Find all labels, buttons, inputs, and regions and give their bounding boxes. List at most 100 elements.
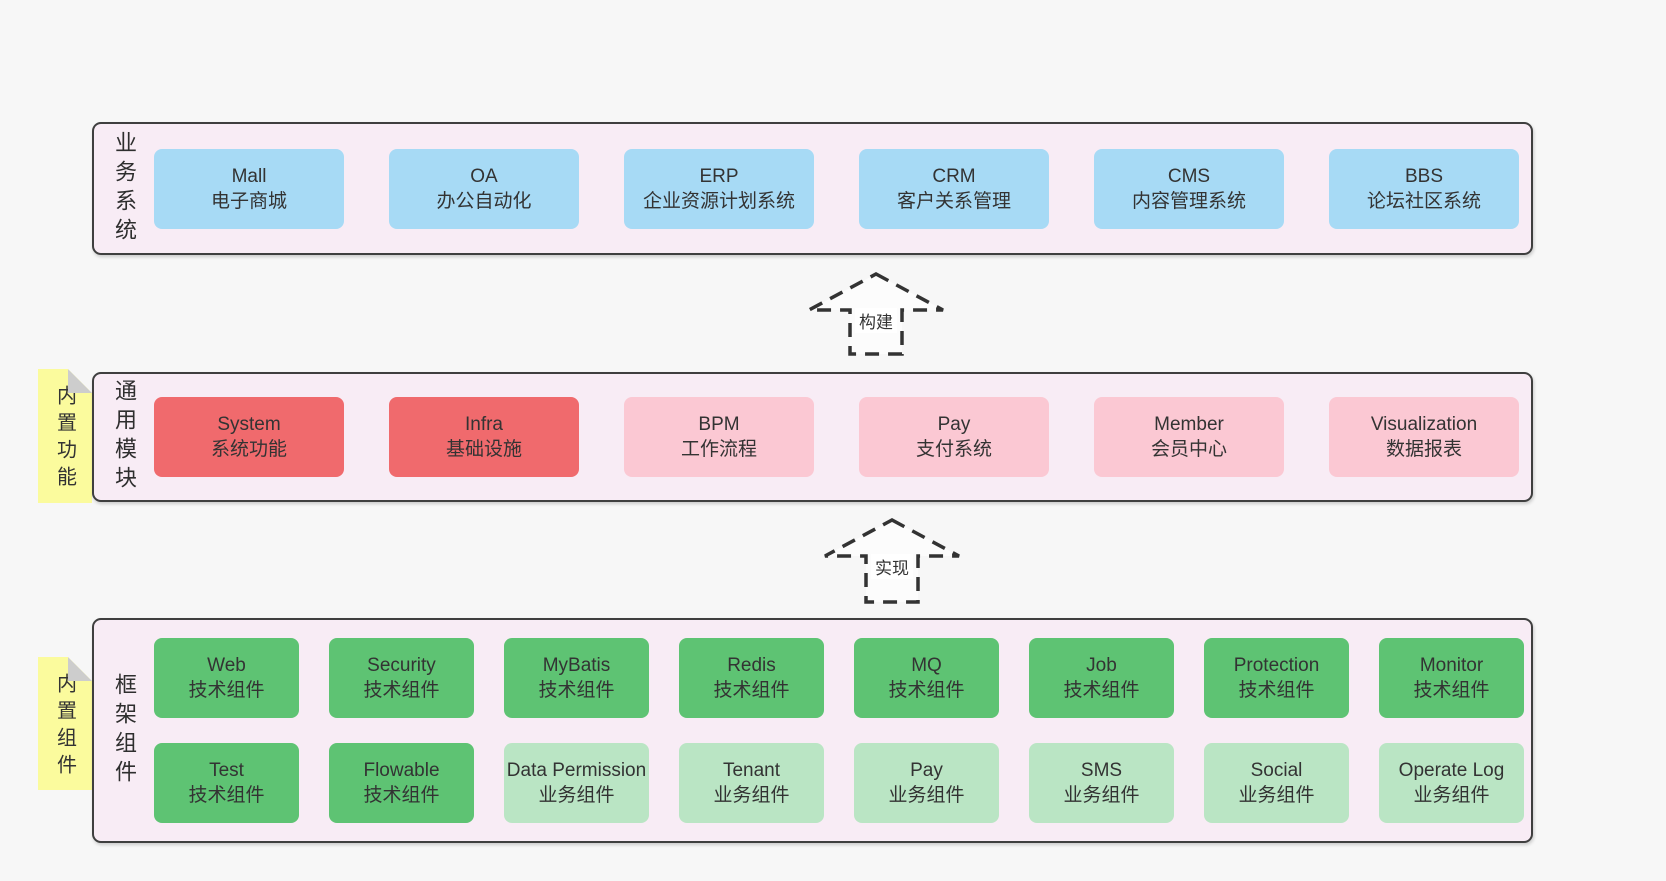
implement-arrow-label: 实现 — [871, 554, 913, 579]
box-subtitle: 技术组件 — [188, 785, 265, 806]
box-subtitle: 会员中心 — [1150, 439, 1227, 460]
box-subtitle: 业务组件 — [1238, 785, 1315, 806]
box-monitor: Monitor 技术组件 — [1379, 638, 1524, 718]
box-title: Social — [1250, 760, 1303, 781]
common-modules-label: 通用模块 — [112, 379, 137, 495]
box-pay-biz: Pay 业务组件 — [854, 743, 999, 823]
box-data-permission: Data Permission 业务组件 — [504, 743, 649, 823]
box-subtitle: 客户关系管理 — [896, 190, 1011, 212]
box-infra: Infra 基础设施 — [389, 397, 579, 477]
framework-components-panel: 框架组件 Web 技术组件 Security 技术组件 MyBatis 技术组件… — [92, 618, 1533, 843]
box-subtitle: 支付系统 — [915, 439, 992, 460]
build-arrow-label: 构建 — [855, 308, 897, 333]
box-social: Social 业务组件 — [1204, 743, 1349, 823]
box-subtitle: 技术组件 — [888, 680, 965, 701]
box-title: Test — [209, 760, 244, 781]
box-flowable: Flowable 技术组件 — [329, 743, 474, 823]
box-title: Protection — [1233, 655, 1320, 676]
box-subtitle: 系统功能 — [210, 439, 287, 460]
box-subtitle: 技术组件 — [188, 680, 265, 701]
build-arrow: 构建 — [796, 272, 956, 361]
common-modules-row: System 系统功能 Infra 基础设施 BPM 工作流程 Pay 支付系统… — [154, 397, 1519, 477]
box-title: ERP — [699, 165, 739, 187]
box-title: System — [217, 414, 281, 435]
box-member: Member 会员中心 — [1094, 397, 1284, 477]
box-visualization: Visualization 数据报表 — [1329, 397, 1519, 477]
biz-components-row: Test 技术组件 Flowable 技术组件 Data Permission … — [154, 743, 1524, 823]
box-subtitle: 技术组件 — [363, 680, 440, 701]
box-subtitle: 业务组件 — [1063, 785, 1140, 806]
box-subtitle: 数据报表 — [1385, 439, 1462, 460]
box-title: BPM — [698, 414, 740, 435]
box-title: Member — [1154, 414, 1224, 435]
box-web: Web 技术组件 — [154, 638, 299, 718]
business-systems-panel: 业务系统 Mall 电子商城 OA 办公自动化 ERP 企业资源计划系统 CRM… — [92, 122, 1533, 255]
box-subtitle: 技术组件 — [363, 785, 440, 806]
box-subtitle: 技术组件 — [713, 680, 790, 701]
business-systems-label: 业务系统 — [112, 130, 137, 247]
implement-arrow: 实现 — [812, 518, 972, 609]
box-title: CMS — [1167, 165, 1211, 187]
box-title: Pay — [937, 414, 971, 435]
built-in-components-note-label: 内置组件 — [53, 673, 76, 781]
box-bpm: BPM 工作流程 — [624, 397, 814, 477]
box-crm: CRM 客户关系管理 — [859, 148, 1049, 229]
box-title: Job — [1086, 655, 1117, 676]
note-fold-corner-icon — [68, 369, 92, 393]
box-bbs: BBS 论坛社区系统 — [1329, 148, 1519, 229]
box-title: MQ — [911, 655, 942, 676]
box-mall: Mall 电子商城 — [154, 148, 344, 229]
box-sms: SMS 业务组件 — [1029, 743, 1174, 823]
box-title: BBS — [1404, 165, 1444, 187]
box-oa: OA 办公自动化 — [389, 148, 579, 229]
box-title: Pay — [910, 760, 943, 781]
box-subtitle: 论坛社区系统 — [1366, 190, 1481, 212]
box-title: Infra — [464, 414, 504, 435]
framework-components-label: 框架组件 — [112, 672, 137, 789]
note-fold-corner-icon — [68, 657, 92, 681]
built-in-features-note: 内置功能 — [38, 369, 92, 503]
tech-components-row: Web 技术组件 Security 技术组件 MyBatis 技术组件 Redi… — [154, 638, 1524, 718]
box-title: Data Permission — [506, 760, 647, 781]
box-subtitle: 办公自动化 — [436, 190, 532, 212]
box-title: Flowable — [363, 760, 440, 781]
box-subtitle: 电子商城 — [210, 190, 287, 212]
box-title: Web — [207, 655, 246, 676]
box-subtitle: 业务组件 — [888, 785, 965, 806]
box-title: Mall — [231, 165, 267, 187]
built-in-features-note-label: 内置功能 — [53, 385, 76, 493]
box-erp: ERP 企业资源计划系统 — [624, 148, 814, 229]
box-mq: MQ 技术组件 — [854, 638, 999, 718]
box-mybatis: MyBatis 技术组件 — [504, 638, 649, 718]
box-title: Visualization — [1370, 414, 1478, 435]
box-operate-log: Operate Log 业务组件 — [1379, 743, 1524, 823]
box-title: Monitor — [1419, 655, 1484, 676]
box-security: Security 技术组件 — [329, 638, 474, 718]
box-subtitle: 内容管理系统 — [1131, 190, 1246, 212]
box-redis: Redis 技术组件 — [679, 638, 824, 718]
box-title: Redis — [727, 655, 776, 676]
business-systems-row: Mall 电子商城 OA 办公自动化 ERP 企业资源计划系统 CRM 客户关系… — [154, 148, 1519, 229]
box-subtitle: 技术组件 — [1238, 680, 1315, 701]
box-title: OA — [470, 165, 498, 187]
box-title: Tenant — [722, 760, 781, 781]
box-subtitle: 业务组件 — [538, 785, 615, 806]
box-subtitle: 技术组件 — [1063, 680, 1140, 701]
box-pay: Pay 支付系统 — [859, 397, 1049, 477]
box-system: System 系统功能 — [154, 397, 344, 477]
box-subtitle: 工作流程 — [680, 439, 757, 460]
box-title: CRM — [932, 165, 976, 187]
box-title: MyBatis — [542, 655, 611, 676]
box-subtitle: 企业资源计划系统 — [642, 190, 795, 212]
box-job: Job 技术组件 — [1029, 638, 1174, 718]
common-modules-panel: 通用模块 System 系统功能 Infra 基础设施 BPM 工作流程 Pay… — [92, 372, 1533, 502]
box-subtitle: 基础设施 — [445, 439, 522, 460]
box-title: Security — [367, 655, 436, 676]
box-title: SMS — [1080, 760, 1123, 781]
built-in-components-note: 内置组件 — [38, 657, 92, 790]
box-subtitle: 技术组件 — [1413, 680, 1490, 701]
box-title: Operate Log — [1398, 760, 1505, 781]
box-test: Test 技术组件 — [154, 743, 299, 823]
box-subtitle: 业务组件 — [713, 785, 790, 806]
